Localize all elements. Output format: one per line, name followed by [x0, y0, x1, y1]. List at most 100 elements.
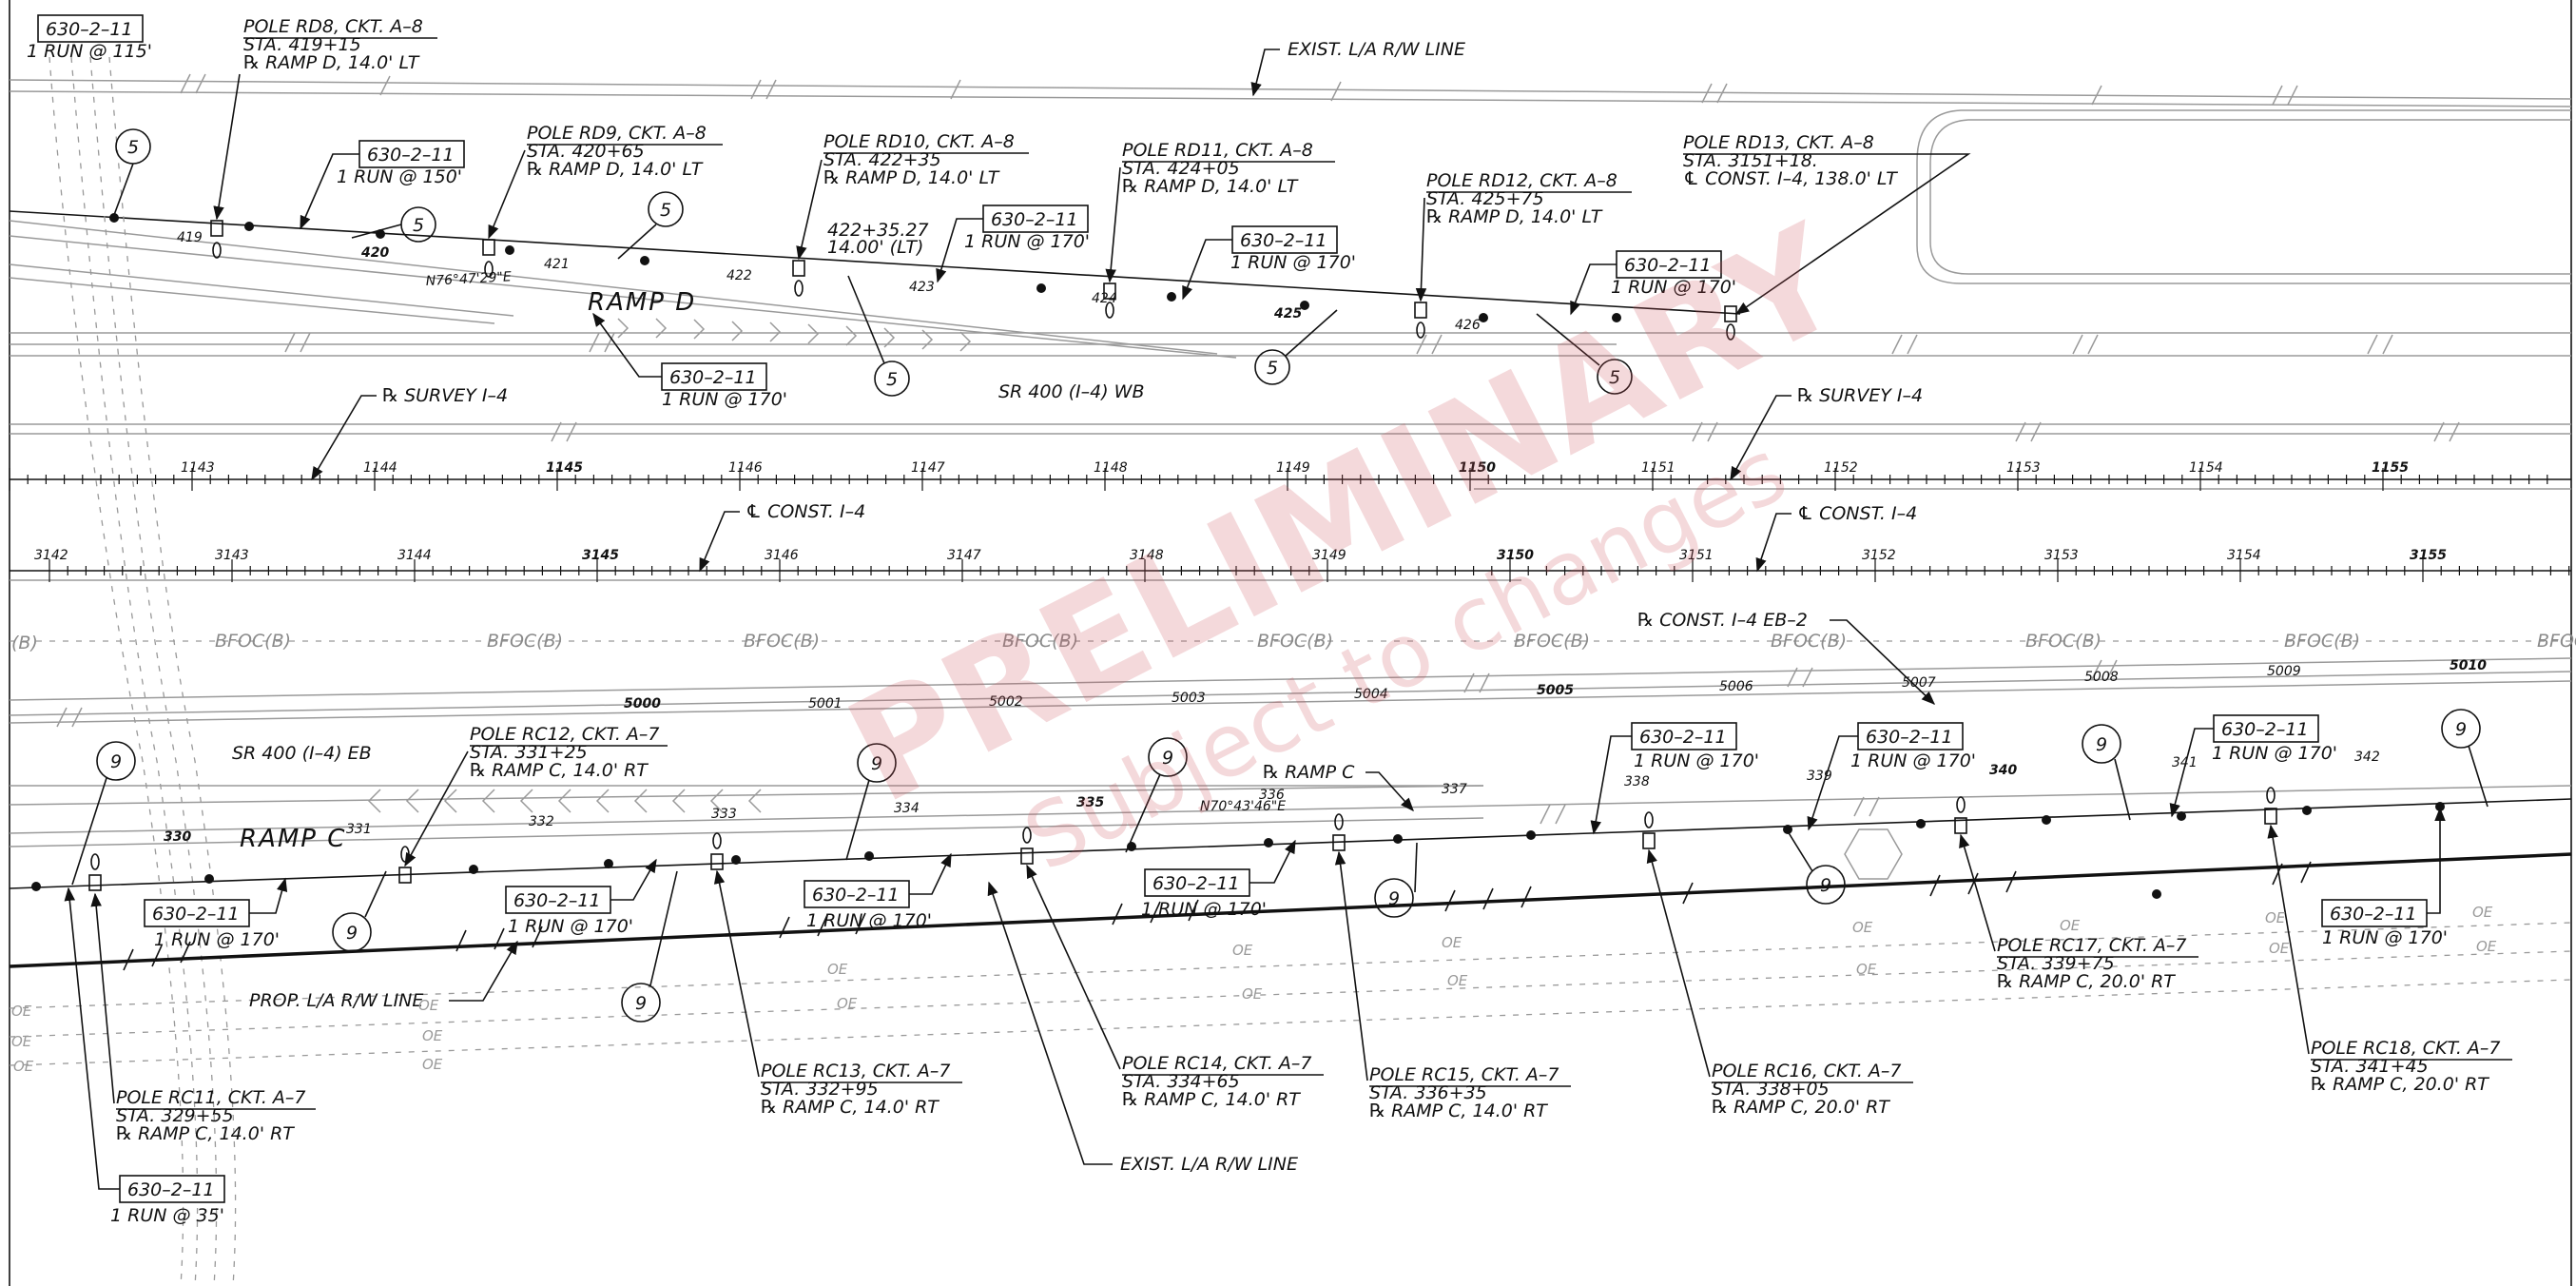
run-label: 630–2–11 — [1152, 873, 1240, 894]
pole-rd8-callout: POLE RD8, CKT. A–8 STA. 419+15 ℞ RAMP D,… — [213, 16, 437, 221]
run-label: 630–2–11 — [2330, 904, 2417, 925]
ramp-d-pole-symbols — [210, 220, 1737, 341]
svg-text:9: 9 — [635, 993, 647, 1014]
rc-sta-337: 337 — [1442, 782, 1467, 797]
note-9-b: 9 — [332, 870, 387, 952]
const-sta-3144: 3144 — [397, 548, 432, 563]
pole-rc18-off: ℞ RAMP C, 20.0' RT — [2311, 1074, 2489, 1095]
pole-rc15-off: ℞ RAMP C, 14.0' RT — [1369, 1101, 1548, 1121]
bfoc-2: BFOC(B) — [487, 631, 563, 652]
svg-text:9: 9 — [346, 923, 358, 944]
station-42235: 422+35.27 — [827, 220, 929, 241]
note-9-i: 9 — [2441, 709, 2489, 808]
eb2-sta-5006: 5006 — [1719, 679, 1753, 694]
oe-17: OE — [2269, 940, 2290, 957]
note-9-c: 9 — [621, 870, 678, 1023]
note-9-a: 9 — [71, 741, 136, 886]
eb2-sta-5009: 5009 — [2267, 664, 2301, 679]
pole-rc18-name: POLE RC18, CKT. A–7 — [2311, 1038, 2501, 1059]
ramp-d-cable-nodes — [109, 213, 1621, 322]
survey-sta-1148: 1148 — [1094, 460, 1128, 476]
rc-sta-334: 334 — [894, 801, 920, 816]
ramp-c-stations: 330 331 332 333 334 335 336 337 338 339 … — [164, 750, 2380, 845]
run-text: 1 RUN @ 35' — [110, 1205, 224, 1226]
const-stations: 3142 3143 3144 3145 3146 3147 3148 3149 … — [34, 548, 2447, 563]
rd-sta-421: 421 — [544, 257, 570, 272]
survey-sta-1149: 1149 — [1276, 460, 1310, 476]
pole-rc13-sta: STA. 332+95 — [761, 1079, 879, 1100]
oe-2: OE — [11, 1033, 32, 1050]
bfoc-left: (B) — [11, 633, 38, 653]
eb2-sta-5001: 5001 — [808, 696, 843, 711]
pole-rc17-callout: POLE RC17, CKT. A–7 STA. 339+75 ℞ RAMP C… — [1959, 833, 2198, 992]
run-text: 1 RUN @ 115' — [27, 41, 152, 62]
run-text: 1 RUN @ 170' — [1141, 899, 1267, 920]
eb2-sta-5004: 5004 — [1354, 687, 1388, 702]
pole-rd9-sta: STA. 420+65 — [527, 141, 645, 162]
bfoc-1: BFOC(B) — [215, 631, 291, 652]
pole-rc14-callout: POLE RC14, CKT. A–7 STA. 334+65 ℞ RAMP C… — [1026, 864, 1324, 1110]
svg-text:5: 5 — [886, 369, 898, 390]
pole-rd11-callout: POLE RD11, CKT. A–8 STA. 424+05 ℞ RAMP D… — [1105, 140, 1335, 283]
bfoc-4: BFOC(B) — [1002, 631, 1078, 652]
rd-sta-420: 420 — [360, 245, 389, 261]
rd-sta-419: 419 — [177, 230, 203, 245]
oe-9: OE — [1232, 942, 1253, 959]
run-label: 630–2–11 — [127, 1179, 215, 1200]
pole-rc12-sta: STA. 331+25 — [470, 742, 588, 763]
const-sta-3150: 3150 — [1497, 548, 1534, 563]
rc-sta-338: 338 — [1624, 774, 1650, 789]
eb2-sta-5007: 5007 — [1902, 675, 1936, 691]
pole-rd13-off: ℄ CONST. I–4, 138.0' LT — [1683, 168, 1898, 189]
oe-14: OE — [1856, 961, 1877, 978]
oe-18: OE — [2472, 904, 2493, 921]
survey-sta-1145: 1145 — [546, 460, 583, 476]
svg-text:5: 5 — [413, 215, 424, 236]
note-9-g: 9 — [1787, 830, 1846, 905]
eb2-sta-5000: 5000 — [624, 696, 661, 711]
run-text: 1 RUN @ 170' — [2322, 927, 2448, 948]
run-label: 630–2–11 — [1240, 230, 1327, 251]
survey-sta-1154: 1154 — [2189, 460, 2223, 476]
pole-rd8-name: POLE RD8, CKT. A–8 — [243, 16, 423, 37]
rc-sta-339: 339 — [1807, 769, 1832, 784]
survey-sta-1144: 1144 — [363, 460, 397, 476]
sr400-eb-label: SR 400 (I–4) EB — [232, 743, 372, 764]
const-eb2-label: ℞ CONST. I–4 EB–2 — [1637, 610, 1808, 631]
oe-13: OE — [1852, 919, 1873, 936]
note-5-b: 5 — [351, 206, 436, 243]
bearing-ramp-c: N70°43'46"E — [1200, 799, 1286, 814]
sr400-wb-label: SR 400 (I–4) WB — [998, 381, 1144, 402]
note-5-f: 5 — [1536, 313, 1633, 395]
callout-run-170-g: 630–2–11 1 RUN @ 170' — [804, 852, 952, 931]
pole-rd10-symbol — [792, 260, 805, 297]
pole-rd9-off: ℞ RAMP D, 14.0' LT — [527, 159, 704, 180]
svg-text:5: 5 — [127, 137, 139, 158]
survey-label-left: ℞ SURVEY I–4 — [311, 385, 508, 481]
run-label: 630–2–11 — [669, 367, 757, 388]
run-label: 630–2–11 — [991, 209, 1078, 230]
pole-rd9-callout: POLE RD9, CKT. A–8 STA. 420+65 ℞ RAMP D,… — [488, 123, 723, 240]
pole-rc14-name: POLE RC14, CKT. A–7 — [1122, 1053, 1312, 1074]
pole-rd10-sta: STA. 422+35 — [823, 149, 941, 170]
rd-sta-423: 423 — [909, 280, 935, 295]
oe-8: OE — [837, 995, 858, 1012]
survey-label-right: ℞ SURVEY I–4 — [1730, 385, 1923, 481]
rc-sta-332: 332 — [529, 814, 554, 829]
ramp-d-stations: 419 420 421 422 423 424 425 426 N76°47'2… — [177, 230, 1481, 333]
callout-run-150: 630–2–11 1 RUN @ 150' — [300, 140, 465, 230]
svg-text:5: 5 — [1267, 358, 1278, 379]
pole-rd12-sta: STA. 425+75 — [1426, 188, 1544, 209]
oe-4: OE — [418, 997, 439, 1014]
pole-rc16-callout: POLE RC16, CKT. A–7 STA. 338+05 ℞ RAMP C… — [1646, 848, 1913, 1118]
callout-run-170-i: 630–2–11 1 RUN @ 170' — [1590, 722, 1759, 835]
exist-rw-label: EXIST. L/A R/W LINE — [1288, 39, 1465, 60]
pole-rd13-name: POLE RD13, CKT. A–8 — [1683, 132, 1874, 153]
pole-rd11-name: POLE RD11, CKT. A–8 — [1122, 140, 1313, 161]
survey-stations: 1143 1144 1145 1146 1147 1148 1149 1150 … — [181, 460, 2409, 476]
const-sta-3151: 3151 — [1679, 548, 1714, 563]
svg-text:9: 9 — [1820, 875, 1831, 896]
oe-19: OE — [2476, 938, 2497, 955]
pole-rc16-sta: STA. 338+05 — [1712, 1079, 1830, 1100]
pole-rd10-off: ℞ RAMP D, 14.0' LT — [823, 167, 1000, 188]
